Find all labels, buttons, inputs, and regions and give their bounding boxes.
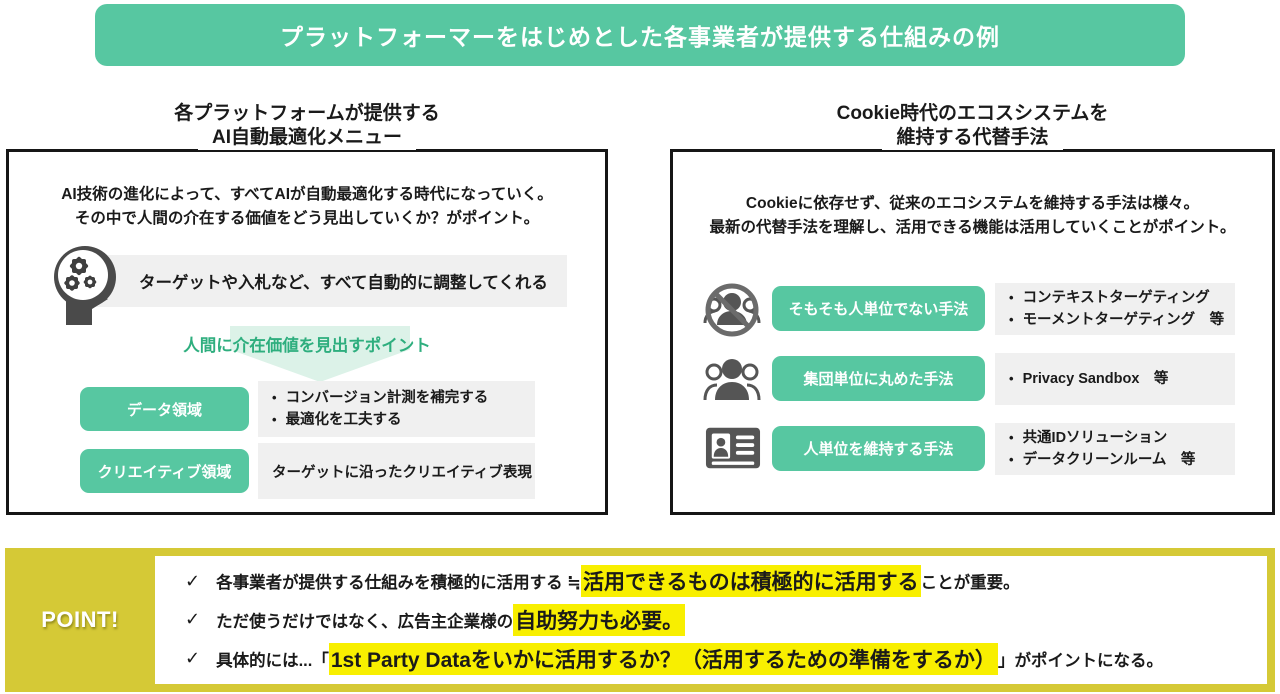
point-section: POINT! ✓ 各事業者が提供する仕組みを積極的に活用する ≒ 活用できるもの… [5, 548, 1275, 692]
list-item: • Privacy Sandbox 等 [995, 368, 1235, 390]
list-item: • モーメントターゲティング 等 [995, 309, 1235, 331]
list-item: • コンバージョン計測を補完する [258, 387, 535, 409]
creative-area-detail-box: ターゲットに沿ったクリエイティブ表現 [258, 443, 535, 499]
method-detail-box: • 共通IDソリューション • データクリーンルーム 等 [995, 423, 1235, 475]
bullet-icon: • [1009, 452, 1014, 467]
highlighted-text: 自助努力も必要。 [513, 603, 686, 636]
human-value-label: 人間に介在価値を見出すポイント [183, 337, 431, 355]
bullet-icon: • [1009, 312, 1014, 327]
left-intro-line2: その中で人間の介在する価値をどう見出していくか？がポイント。 [74, 210, 540, 228]
right-panel-title-line2: 維持する代替手法 [882, 126, 1063, 150]
right-intro-line1: Cookieに依存せず、従来のエコシステムを維持する手法は様々。 [745, 195, 1200, 212]
method-detail-box: • Privacy Sandbox 等 [995, 353, 1235, 405]
data-area-pill: データ領域 [80, 387, 249, 431]
left-panel-title: 各プラットフォームが提供する AI自動最適化メニュー [6, 102, 608, 150]
id-card-icon [705, 427, 761, 469]
method-pill-person: 人単位を維持する手法 [772, 426, 985, 471]
point-item: ✓ 各事業者が提供する仕組みを積極的に活用する ≒ 活用できるものは積極的に活用… [185, 565, 1257, 598]
header-banner: プラットフォーマーをはじめとした各事業者が提供する仕組みの例 [95, 4, 1185, 66]
bullet-icon: • [1009, 370, 1014, 386]
bullet-icon: • [272, 412, 277, 427]
left-panel-intro: AI技術の進化によって、すべてAIが自動最適化する時代になっていく。 その中で人… [12, 183, 602, 231]
list-item: • 共通IDソリューション [995, 427, 1235, 449]
point-label: POINT! [41, 607, 119, 632]
creative-area-pill: クリエイティブ領域 [80, 449, 249, 493]
list-item: • 最適化を工夫する [258, 409, 535, 431]
left-intro-line1: AI技術の進化によって、すべてAIが自動最適化する時代になっていく。 [61, 186, 553, 203]
check-icon: ✓ [185, 609, 201, 630]
method-pill-not-person: そもそも人単位でない手法 [772, 286, 985, 331]
list-item: • データクリーンルーム 等 [995, 449, 1235, 471]
highlighted-text: 活用できるものは積極的に活用する [581, 565, 921, 598]
right-panel-title-line1: Cookie時代のエコスシステムを [822, 102, 1123, 126]
data-area-label: データ領域 [126, 401, 202, 419]
check-icon: ✓ [185, 570, 201, 591]
left-panel-title-line2: AI自動最適化メニュー [197, 126, 416, 150]
highlighted-text: 1st Party Dataをいかに活用するか？（活用するための準備をするか） [328, 642, 998, 675]
right-panel-title: Cookie時代のエコスシステムを 維持する代替手法 [670, 102, 1275, 150]
left-panel-title-line1: 各プラットフォームが提供する [160, 102, 454, 126]
bullet-icon: • [1009, 289, 1014, 305]
head-gears-icon [54, 246, 116, 325]
people-group-icon [703, 359, 761, 401]
method-detail-box: • コンテキストターゲティング • モーメントターゲティング 等 [995, 283, 1235, 335]
method-pill-group: 集団単位に丸めた手法 [772, 356, 985, 401]
check-icon: ✓ [185, 648, 201, 669]
header-title: プラットフォーマーをはじめとした各事業者が提供する仕組みの例 [280, 24, 1000, 50]
auto-adjust-text: ターゲットや入札など、すべて自動的に調整してくれる [139, 274, 548, 292]
creative-area-label: クリエイティブ領域 [97, 463, 232, 481]
right-panel-intro: Cookieに依存せず、従来のエコシステムを維持する手法は様々。 最新の代替手法… [676, 192, 1269, 240]
point-item: ✓ 具体的には...「1st Party Dataをいかに活用するか？（活用する… [185, 642, 1257, 675]
list-item: • コンテキストターゲティング [995, 287, 1235, 309]
data-area-detail-box: • コンバージョン計測を補完する • 最適化を工夫する [258, 381, 535, 437]
bullet-icon: • [1009, 429, 1014, 445]
no-person-icon [703, 283, 761, 337]
point-content: ✓ 各事業者が提供する仕組みを積極的に活用する ≒ 活用できるものは積極的に活用… [155, 556, 1267, 684]
creative-area-text: ターゲットに沿ったクリエイティブ表現 [272, 464, 532, 481]
point-item: ✓ ただ使うだけではなく、広告主企業様の自助努力も必要。 [185, 603, 1257, 636]
bullet-icon: • [272, 389, 277, 405]
right-intro-line2: 最新の代替手法を理解し、活用できる機能は活用していくことがポイント。 [709, 219, 1236, 237]
auto-adjust-banner: ターゲットや入札など、すべて自動的に調整してくれる [95, 255, 567, 307]
